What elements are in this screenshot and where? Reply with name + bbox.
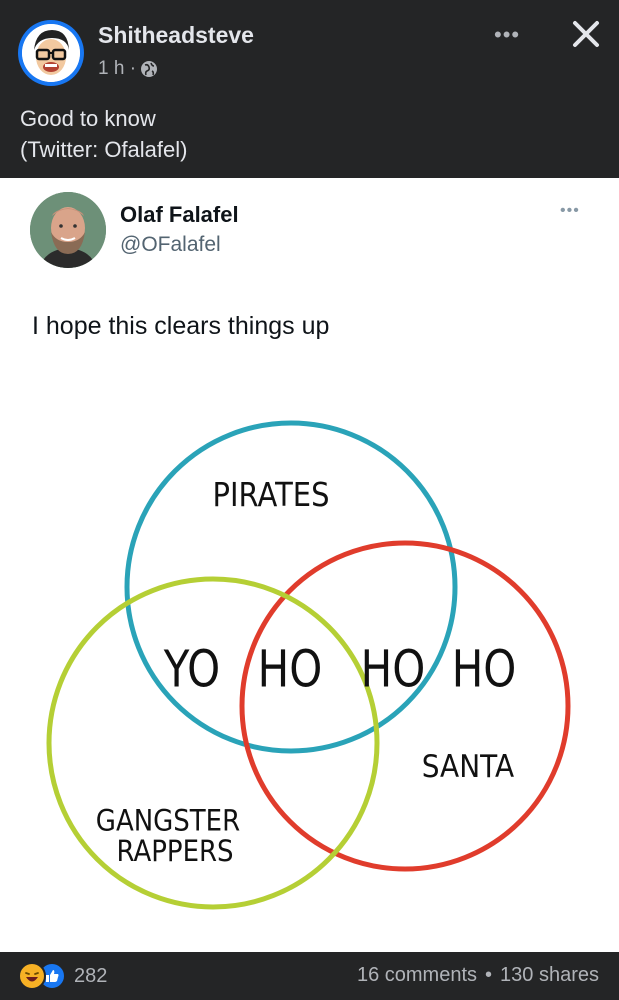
gangster-label-line1: GANGSTER [96,803,240,838]
post-stats: 16 comments • 130 shares [357,964,599,987]
gangster-circle [46,576,380,910]
shares-link[interactable]: 130 shares [500,964,599,986]
tweet-avatar[interactable] [30,192,106,268]
caption-line-2: (Twitter: Ofalafel) [20,137,188,162]
santa-label: SANTA [422,748,515,785]
close-icon[interactable] [566,14,606,54]
post-caption: Good to know (Twitter: Ofalafel) [20,103,187,165]
tweet-text: I hope this clears things up [32,312,330,340]
pirates-label: PIRATES [212,476,329,514]
post-time[interactable]: 1 h · [98,58,137,79]
venn-diagram: PIRATES SANTA GANGSTER RAPPERS YO HO HO … [46,420,571,910]
santa-circle [239,540,571,872]
author-avatar[interactable] [18,20,84,86]
more-icon[interactable]: ••• [494,22,521,47]
author-name[interactable]: Shitheadsteve [98,22,254,48]
comments-link[interactable]: 16 comments [356,964,478,986]
post-meta: 1 h · [98,58,158,80]
tweet-author-name[interactable]: Olaf Falafel [120,202,239,227]
word-ho-center: HO [258,640,323,699]
word-ho-right: HO [452,640,517,699]
caption-line-1: Good to know [20,106,156,131]
stats-separator: • [485,964,493,986]
tweet-more-icon[interactable]: ••• [560,202,580,219]
reactions-summary[interactable]: 282 [18,962,107,990]
tweet-card[interactable]: Olaf Falafel @OFalafel ••• I hope this c… [0,178,619,952]
pirates-circle [124,420,458,754]
globe-icon [141,61,158,77]
post-footer: 282 16 comments • 130 shares [0,952,619,1000]
reaction-count: 282 [74,964,108,987]
post-header: Shitheadsteve 1 h · ••• Good to know (Tw… [0,0,619,178]
haha-reaction-icon [18,962,46,990]
bearded-man-photo [30,192,106,268]
tweet-author-handle[interactable]: @OFalafel [120,233,221,256]
gangster-label-line2: RAPPERS [116,833,233,868]
word-yo: YO [163,640,220,699]
word-ho-middle: HO [361,640,426,699]
cartoon-face-icon [22,24,80,82]
